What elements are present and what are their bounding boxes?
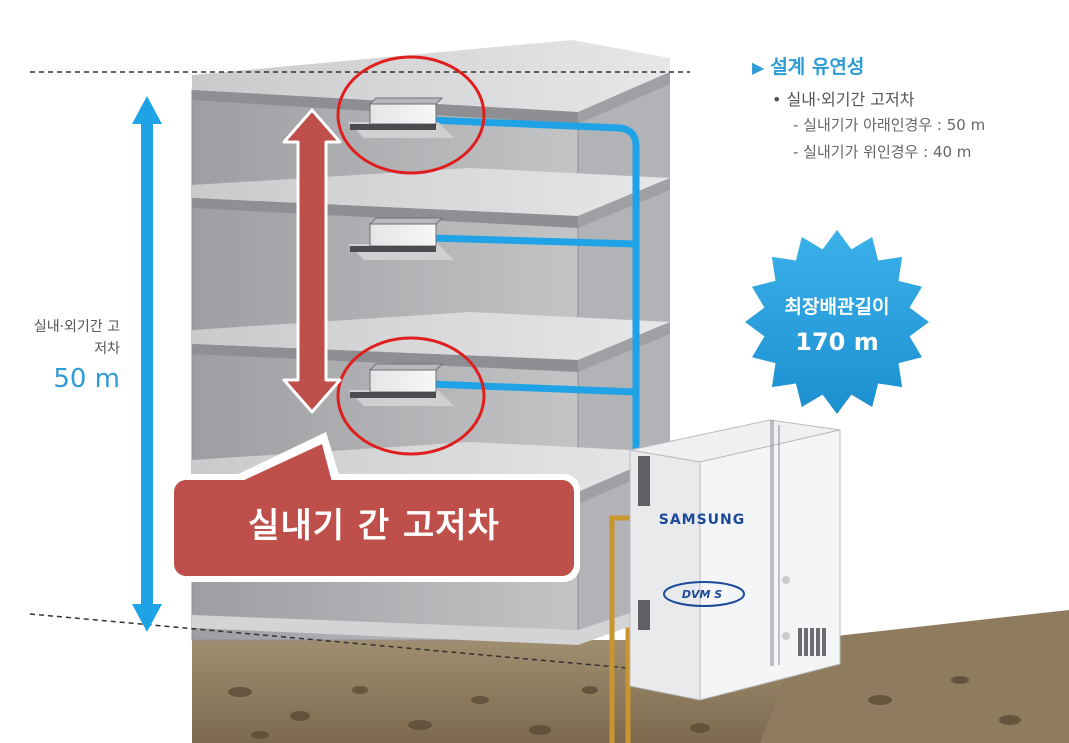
height-difference-value: 50 m: [53, 364, 120, 394]
callout-text: 실내기 간 고저차: [248, 506, 500, 546]
samsung-logo: SAMSUNG: [659, 512, 746, 528]
height-difference-label: 실내·외기간 고저차: [33, 319, 120, 357]
badge-title: 최장배관길이: [784, 296, 890, 318]
indoor-unit-top: [348, 97, 454, 138]
outdoor-unit: SAMSUNG DVM S: [629, 419, 841, 701]
design-spec-above: - 실내기가 위인경우 : 40 m: [793, 143, 972, 161]
highlight-circle-bottom: [336, 336, 486, 456]
indoor-height-arrow: [282, 108, 342, 414]
design-subtitle: • 실내·외기간 고저차: [772, 90, 915, 109]
callout-box: [168, 432, 580, 582]
total-height-arrow: [132, 96, 162, 632]
badge-value: 170 m: [795, 328, 879, 356]
design-flexibility-title: ▶ 설계 유연성: [752, 52, 864, 79]
indoor-unit-middle: [348, 217, 454, 260]
indoor-unit-bottom: [348, 363, 454, 406]
highlight-circle-top: [336, 55, 486, 175]
design-spec-below: - 실내기가 아래인경우 : 50 m: [793, 116, 986, 134]
refrigerant-pipes: [426, 116, 640, 464]
pipe-length-badge: [745, 230, 929, 414]
dvm-logo: DVM S: [682, 588, 722, 601]
design-title-text: 설계 유연성: [770, 56, 865, 78]
triangle-right-icon: ▶: [752, 58, 765, 77]
